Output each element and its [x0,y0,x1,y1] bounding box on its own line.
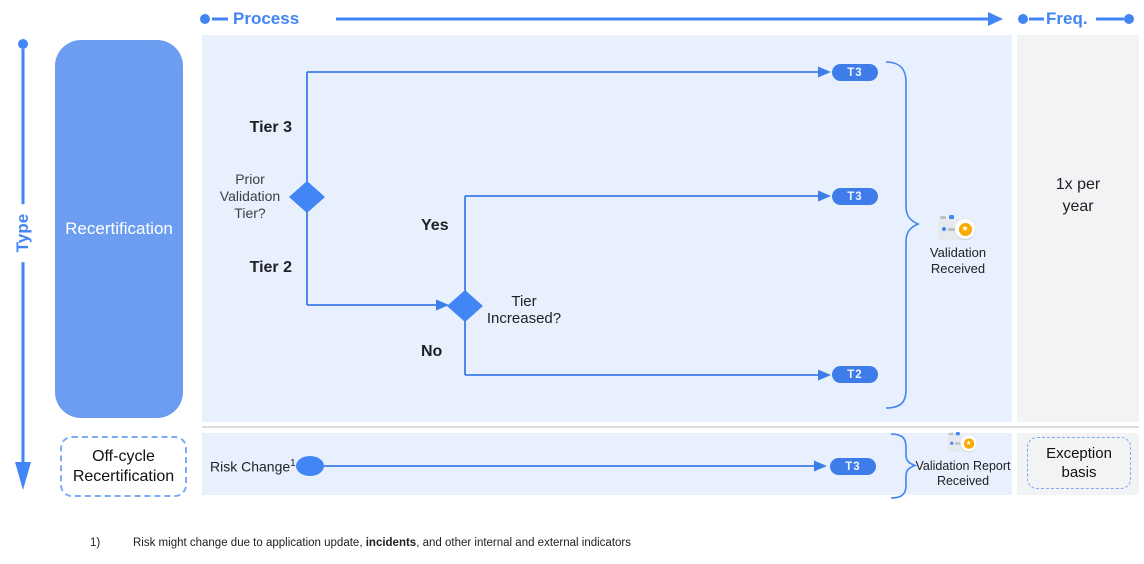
badge-star: ★ [958,222,972,236]
certificate-badge-icon: ★ [938,215,978,242]
tier-pill-t2: T2 [832,366,878,383]
tier-pill-t3-mid: T3 [832,188,878,205]
freq-axis-label: Freq. [1046,9,1088,28]
process-axis-label: Process [233,9,300,28]
offcycle-type-label: Off-cycle Recertification [72,447,175,485]
recertification-type-box: Recertification [55,40,183,418]
recertification-type-label: Recertification [65,219,173,238]
badge-star: ★ [963,438,974,449]
tier3-branch-arrowhead [818,66,831,78]
row-divider [202,426,1139,428]
validation-received-label: Validation Received [929,245,987,276]
decision2-label: Tier Increased? [486,293,562,327]
type-axis-start-dot [18,39,28,49]
freq-axis-right-dot [1124,14,1134,24]
validation-received-note: ★ Validation Received [910,215,1006,277]
validation-report-brace [890,433,918,499]
tier-pill-t3-offcycle: T3 [830,458,876,475]
decision1-label: Prior Validation Tier? [219,171,281,221]
frequency-offcycle-label: Exception basis [1046,445,1112,481]
frequency-offcycle-box: Exception basis [1027,437,1131,489]
yes-branch-label: Yes [421,217,449,234]
risk-change-arrowhead [814,460,827,472]
footnote-reference: 1 [290,458,296,469]
process-panel-recertification [202,35,1012,422]
freq-axis-left-dot [1018,14,1028,24]
validation-report-label: Validation Report Received [915,459,1011,488]
risk-change-node [296,456,324,476]
validation-report-note: ★ Validation Report Received [901,432,1025,489]
footnote-number: 1) [90,537,101,549]
tier3-branch-label: Tier 3 [249,119,292,136]
frequency-panel-offcycle [1017,433,1139,495]
no-branch-arrowhead [818,369,831,381]
decision2-diamond [447,290,483,322]
tier2-branch-arrowhead [436,299,449,311]
risk-change-label: Risk Change1 [210,458,296,475]
type-axis-label: Type [11,203,35,263]
validation-received-brace [885,61,920,409]
no-branch-label: No [421,343,443,360]
frequency-recert-label: 1x per year [1055,176,1101,215]
process-panel-offcycle [202,433,1012,495]
offcycle-type-box: Off-cycle Recertification [60,436,187,497]
certificate-badge-icon: ★ [947,432,979,454]
tier2-branch-label: Tier 2 [249,259,292,276]
frequency-panel-recertification [1017,35,1139,422]
yes-branch-arrowhead [818,190,831,202]
tier-pill-t3-top: T3 [832,64,878,81]
process-axis-start-dot [200,14,210,24]
process-axis-arrowhead [988,12,1003,26]
decision1-diamond [289,181,325,213]
footnote-text: Risk might change due to application upd… [133,537,632,549]
footnote: 1) Risk might change due to application … [90,537,631,549]
type-axis-arrowhead [15,462,31,490]
